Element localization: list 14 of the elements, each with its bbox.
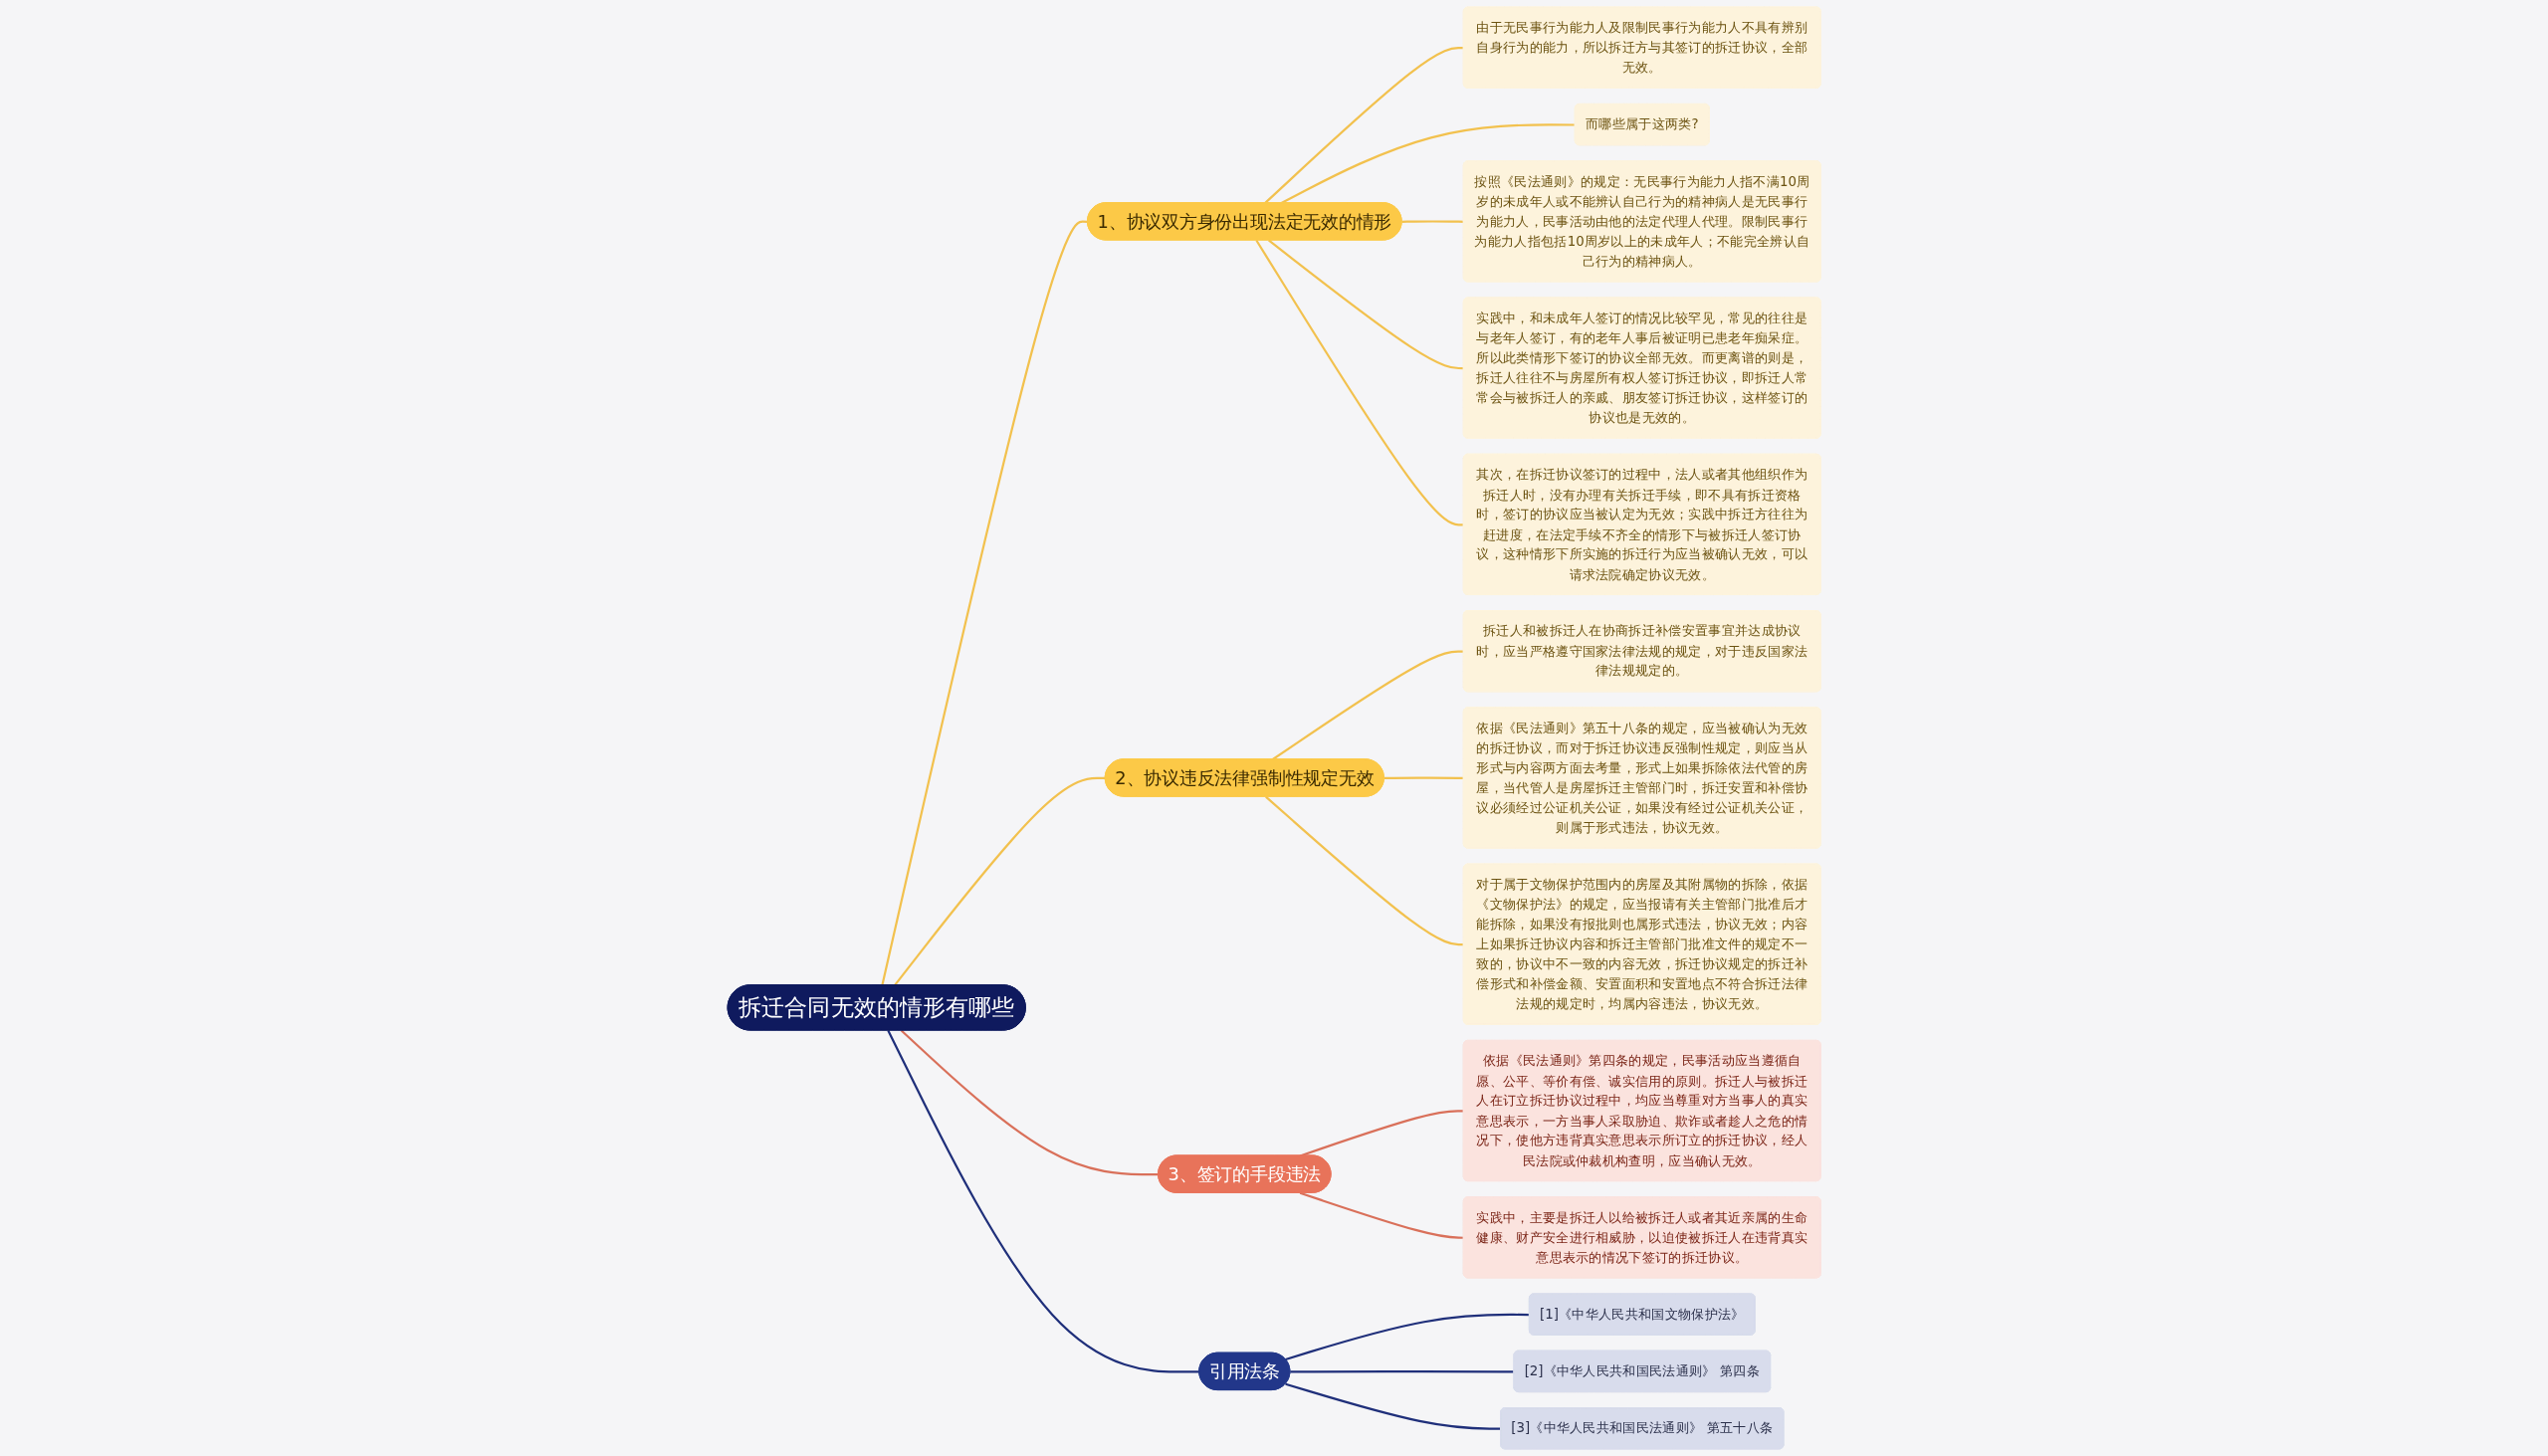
connector <box>1290 1369 1515 1373</box>
connector <box>893 776 1106 986</box>
connector <box>1267 239 1464 370</box>
connector <box>1401 220 1464 223</box>
connector <box>1264 47 1464 204</box>
connector <box>1299 1191 1464 1239</box>
connector <box>900 1029 1159 1176</box>
connector <box>887 1030 1200 1373</box>
connector <box>1285 1313 1530 1361</box>
connector <box>1255 239 1464 526</box>
connector <box>1285 1382 1501 1430</box>
connector <box>1383 776 1464 780</box>
connector <box>881 220 1088 986</box>
connector <box>1264 795 1464 946</box>
